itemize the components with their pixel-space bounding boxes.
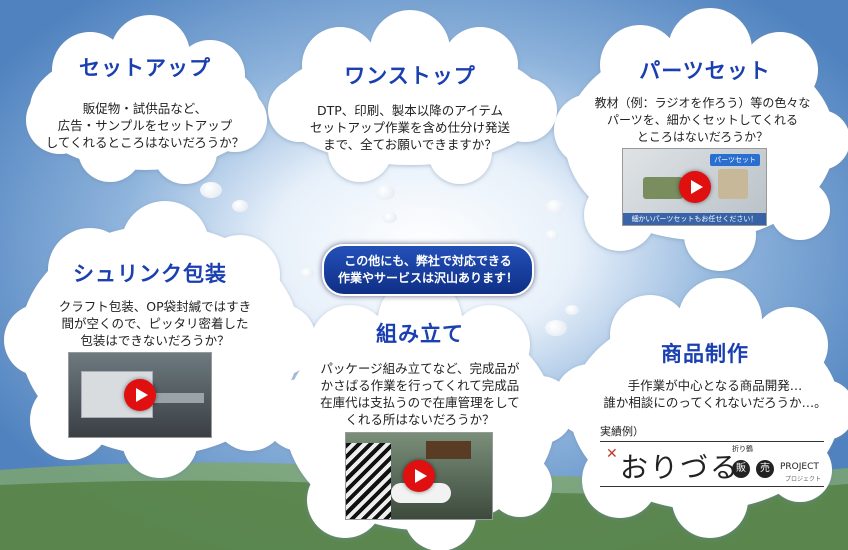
shrink-conveyor (149, 393, 204, 403)
logo-project: PROJECT (780, 462, 819, 472)
onestop-title: ワンストップ (344, 64, 476, 88)
setup-cloud (26, 15, 267, 184)
assembly-text4: くれる所はないだろうか？ (345, 412, 495, 427)
play-icon[interactable] (124, 379, 156, 411)
assembly-text1: パッケージ組み立てなど、完成品が (320, 361, 520, 376)
parts-video[interactable]: パーツセット 細かいパーツセットもお任せください！ (622, 148, 767, 226)
onestop-cloud (268, 10, 557, 184)
thought-dot (232, 200, 248, 212)
assembly-hand (391, 483, 451, 503)
thought-dot (382, 212, 397, 223)
setup-text3: してくれるところはないだろうか？ (45, 135, 245, 150)
logo-sub1: 販 (732, 460, 750, 478)
setup-text2: 広告・サンプルをセットアップ (57, 118, 233, 133)
assembly-text3: 在庫代は支払うので在庫管理をして (320, 395, 520, 410)
thought-dot (565, 305, 579, 315)
assembly-sleeve (346, 443, 391, 519)
setup-text: 販促物・試供品など、 広告・サンプルをセットアップ してくれるところはないだろう… (40, 100, 250, 151)
onestop-text: DTP、印刷、製本以降のアイテム セットアップ作業を含め仕分け発送 まで、全てお… (295, 102, 525, 153)
assembly-title: 組み立て (376, 322, 464, 346)
logo-main: おりづる (620, 451, 741, 484)
thought-dot (545, 200, 565, 214)
product-title: 商品制作 (661, 342, 749, 366)
parts-video-caption: 細かいパーツセットもお任せください！ (623, 213, 766, 225)
onestop-text2: セットアップ作業を含め仕分け発送 (309, 120, 510, 135)
thought-dot (375, 185, 395, 200)
thought-dot (545, 320, 567, 336)
assembly-box (426, 441, 471, 459)
shrink-title: シュリンク包装 (73, 262, 227, 286)
parts-item (643, 177, 683, 199)
thought-dot (300, 268, 314, 278)
shrink-text1: クラフト包装、OP袋封緘ではすき (58, 299, 252, 314)
crane-icon: ✕ (606, 446, 618, 462)
assembly-video[interactable] (345, 432, 493, 520)
shrink-text2: 間が空くので、ピッタリ密着した (61, 316, 249, 331)
setup-text1: 販促物・試供品など、 (82, 101, 208, 116)
assembly-text: パッケージ組み立てなど、完成品が かさばる作業を行ってくれて完成品 在庫代は支払… (305, 360, 535, 428)
thought-dot (545, 230, 559, 240)
shrink-text3: 包装はできないだろうか？ (80, 333, 230, 348)
logo-kana: プロジェクト (785, 476, 822, 483)
parts-text: 教材（例：ラジオを作ろう）等の色々な パーツを、細かくセットしてくれる ところは… (590, 95, 815, 146)
assembly-text2: かさばる作業を行ってくれて完成品 (320, 378, 520, 393)
play-icon[interactable] (678, 171, 711, 203)
center-line1: この他にも、弊社で対応できる (344, 254, 512, 268)
center-message: この他にも、弊社で対応できる 作業やサービスは沢山あります！ (322, 244, 534, 296)
logo-small: 折り鶴 (732, 445, 753, 453)
center-line2: 作業やサービスは沢山あります！ (337, 271, 518, 285)
parts-video-tag: パーツセット (710, 154, 760, 166)
product-text: 手作業が中心となる商品開発… 誰か相談にのってくれないだろうか…。 (600, 377, 830, 411)
thought-dot (200, 182, 222, 198)
parts-cloud (554, 8, 848, 271)
product-example-label: 実績例） (600, 425, 644, 438)
shrink-text: クラフト包装、OP袋封緘ではすき 間が空くので、ピッタリ密着した 包装はできない… (35, 298, 275, 349)
parts-item (718, 169, 748, 199)
onestop-text1: DTP、印刷、製本以降のアイテム (316, 103, 504, 118)
shrink-video[interactable] (68, 352, 212, 438)
logo-sub2: 売 (756, 460, 774, 478)
parts-text2: パーツを、細かくセットしてくれる (606, 113, 799, 127)
product-logo[interactable]: ✕ おりづる 折り鶴 販 売 PROJECT プロジェクト (600, 441, 824, 487)
product-text2: 誰か相談にのってくれないだろうか…。 (603, 395, 827, 410)
play-icon[interactable] (403, 460, 435, 492)
onestop-text3: まで、全てお願いできますか？ (323, 137, 497, 152)
parts-title: パーツセット (639, 59, 771, 83)
product-text1: 手作業が中心となる商品開発… (627, 378, 803, 393)
parts-text1: 教材（例：ラジオを作ろう）等の色々な (594, 96, 811, 110)
setup-title: セットアップ (79, 56, 211, 80)
parts-text3: ところはないだろうか？ (636, 130, 769, 144)
